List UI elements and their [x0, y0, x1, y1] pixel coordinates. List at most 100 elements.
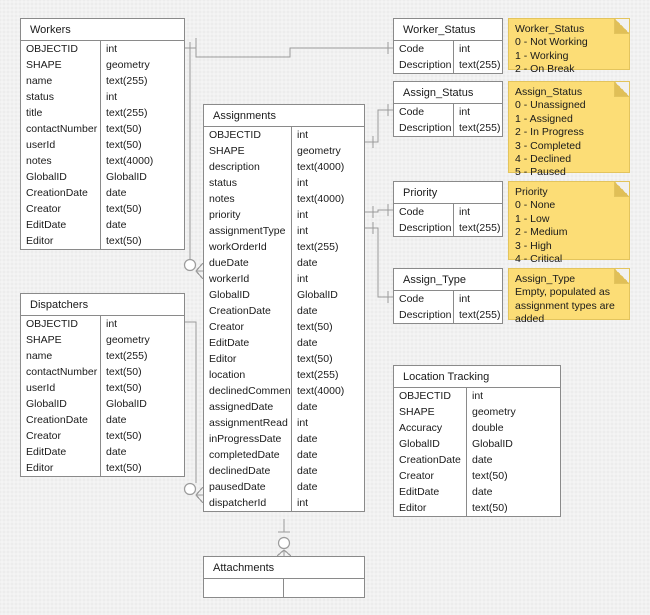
- entity-attachments[interactable]: Attachments: [203, 556, 365, 598]
- note-assign-type[interactable]: Assign_Type Empty, populated as assignme…: [508, 268, 630, 325]
- field-type: geometry: [106, 334, 150, 346]
- field-type: date: [297, 337, 318, 349]
- field-type: text(50): [472, 502, 508, 514]
- field-type: text(50): [297, 353, 333, 365]
- field-type: text(4000): [297, 193, 345, 205]
- field-name: EditDate: [21, 217, 101, 233]
- entity-title: Worker_Status: [394, 19, 502, 41]
- field-name: completedDate: [204, 447, 292, 463]
- entity-title: Dispatchers: [21, 294, 184, 316]
- field-name: Code: [394, 41, 454, 57]
- field-name: Creator: [394, 468, 467, 484]
- entity-field-row: GlobalID GlobalID: [21, 169, 184, 185]
- field-name: Code: [394, 104, 454, 120]
- field-type: text(255): [459, 122, 501, 134]
- field-name: CreationDate: [21, 412, 101, 428]
- field-name: Editor: [21, 233, 101, 249]
- field-name: Editor: [21, 460, 101, 476]
- field-name: CreationDate: [394, 452, 467, 468]
- field-type: date: [297, 465, 318, 477]
- field-name: notes: [204, 191, 292, 207]
- field-type: text(50): [106, 123, 142, 135]
- entity-title: Assign_Status: [394, 82, 502, 104]
- field-name: assignmentRead: [204, 415, 292, 431]
- field-name: assignmentType: [204, 223, 292, 239]
- entity-field-row: contactNumber text(50): [21, 121, 184, 137]
- note-worker-status[interactable]: Worker_Status 0 - Not Working 1 - Workin…: [508, 18, 630, 75]
- entity-field-row: Description text(255): [394, 120, 502, 136]
- field-type: [284, 579, 364, 597]
- field-type: text(255): [106, 107, 148, 119]
- field-name: title: [21, 105, 101, 121]
- note-assign-status[interactable]: Assign_Status 0 - Unassigned 1 - Assigne…: [508, 81, 630, 192]
- field-name: notes: [21, 153, 101, 169]
- field-name: status: [204, 175, 292, 191]
- field-name: Description: [394, 120, 454, 136]
- entity-field-row: notes text(4000): [204, 191, 364, 207]
- field-name: userId: [21, 137, 101, 153]
- note-priority[interactable]: Priority 0 - None 1 - Low 2 - Medium 3 -…: [508, 181, 630, 265]
- field-type: int: [459, 106, 471, 118]
- entity-field-row: OBJECTID int: [21, 316, 184, 332]
- field-name: CreationDate: [204, 303, 292, 319]
- field-name: declinedComment: [204, 383, 292, 399]
- field-type: GlobalID: [106, 171, 147, 183]
- field-type: double: [472, 422, 504, 434]
- note-fold-corner-icon: [614, 82, 629, 97]
- field-type: text(255): [459, 222, 501, 234]
- field-type: text(50): [106, 382, 142, 394]
- field-type: text(255): [106, 350, 148, 362]
- field-type: int: [106, 318, 118, 330]
- field-type: int: [472, 390, 484, 402]
- field-name: userId: [21, 380, 101, 396]
- field-name: OBJECTID: [21, 316, 101, 332]
- field-type: text(255): [459, 309, 501, 321]
- field-name: GlobalID: [394, 436, 467, 452]
- field-name: SHAPE: [21, 332, 101, 348]
- field-name: dispatcherId: [204, 495, 292, 511]
- field-type: date: [297, 433, 318, 445]
- field-type: text(4000): [297, 161, 345, 173]
- field-name: contactNumber: [21, 121, 101, 137]
- note-fold-corner-icon: [614, 269, 629, 284]
- entity-field-row: Editor text(50): [21, 460, 184, 476]
- field-name: inProgressDate: [204, 431, 292, 447]
- entity-title: Assignments: [204, 105, 364, 127]
- field-type: int: [297, 225, 309, 237]
- entity-title: Workers: [21, 19, 184, 41]
- entity-field-row: assignmentType int: [204, 223, 364, 239]
- field-name: GlobalID: [21, 169, 101, 185]
- field-name: Code: [394, 291, 454, 307]
- field-type: text(50): [106, 462, 142, 474]
- field-name: [204, 579, 284, 597]
- field-type: int: [297, 273, 309, 285]
- field-name: workOrderId: [204, 239, 292, 255]
